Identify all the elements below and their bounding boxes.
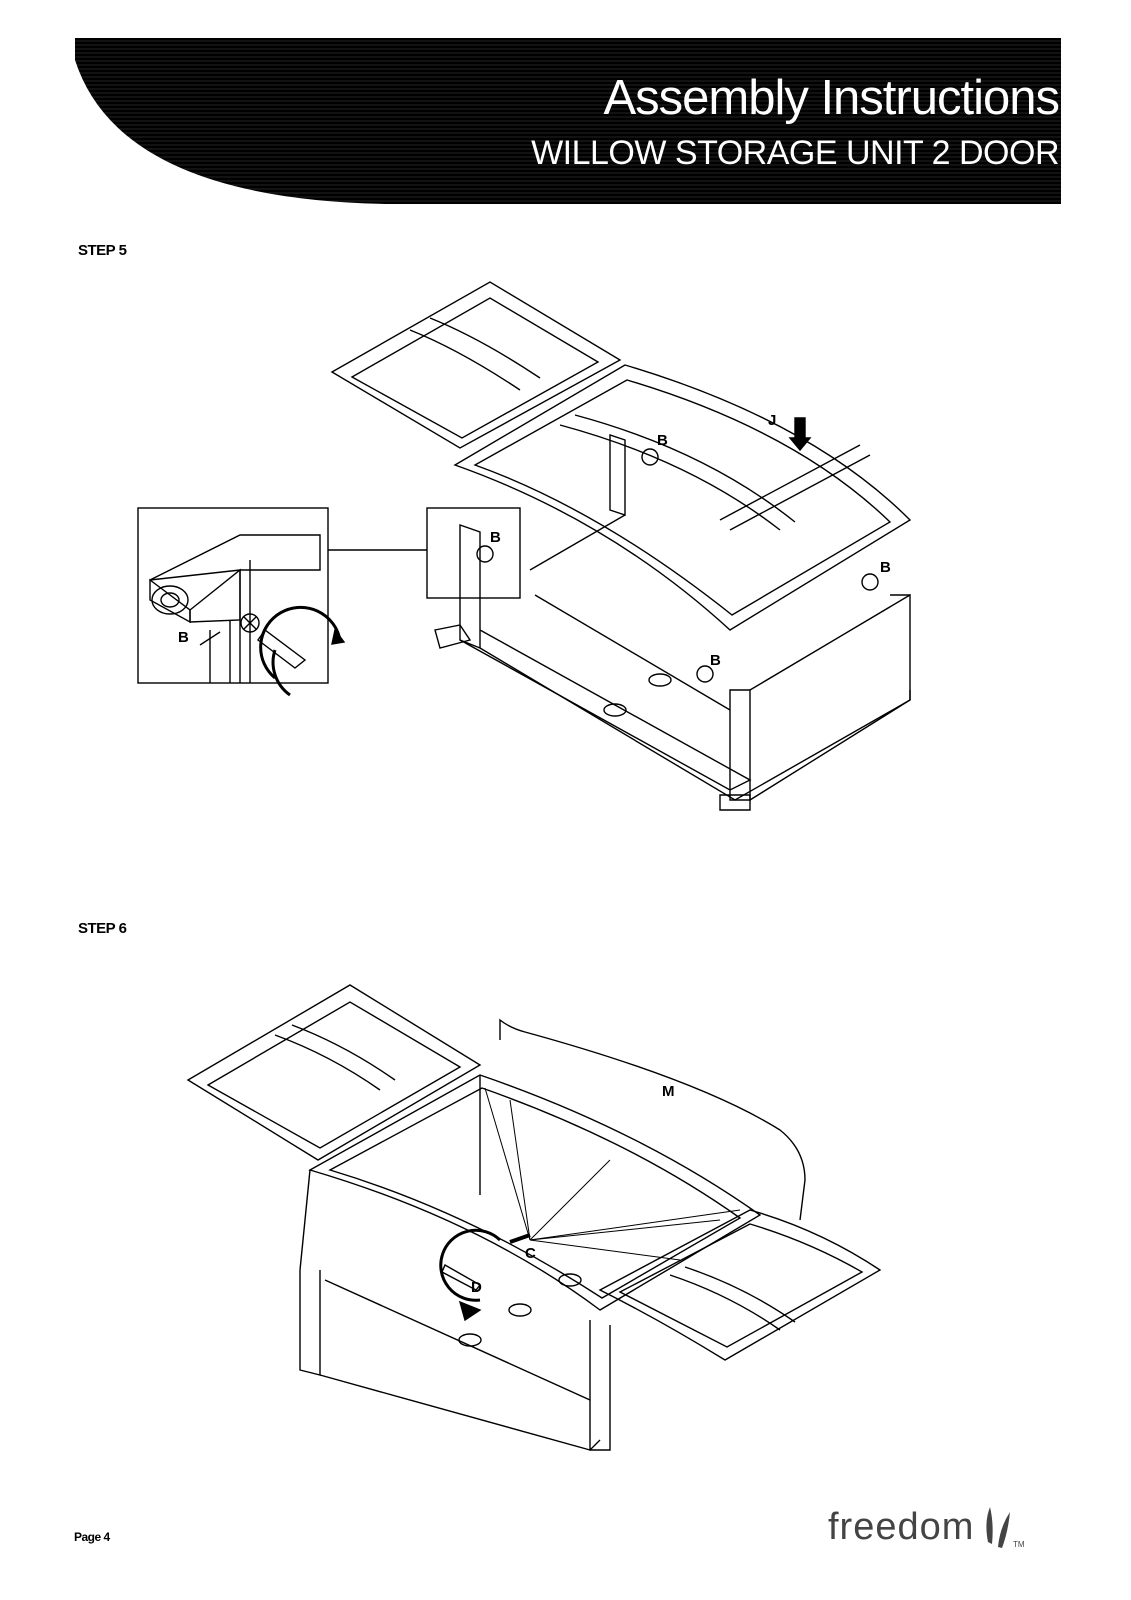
carcass xyxy=(434,434,911,811)
part-label-c: C xyxy=(525,1245,536,1262)
brand-logo: freedom TM xyxy=(828,1502,1048,1562)
document-title: Assembly Instructions xyxy=(603,71,1060,125)
step-6-label: STEP 6 xyxy=(78,920,127,937)
part-label-j: J xyxy=(768,412,776,429)
allen-key-d xyxy=(439,1228,502,1322)
part-label-b-3: B xyxy=(880,559,891,576)
lid-left-panel xyxy=(330,281,622,449)
frame-top xyxy=(453,364,912,631)
back-panel-m xyxy=(499,1018,806,1221)
document-subtitle: WILLOW STORAGE UNIT 2 DOOR xyxy=(531,134,1059,172)
part-label-b-4: B xyxy=(710,652,721,669)
part-label-m: M xyxy=(662,1083,675,1100)
banner-shape xyxy=(75,38,1061,204)
page-number: Page 4 xyxy=(74,1530,110,1544)
part-label-d: D xyxy=(471,1279,482,1296)
lid-right-panel xyxy=(598,1209,882,1361)
trademark: TM xyxy=(1013,1540,1025,1549)
frame-top xyxy=(299,1074,762,1451)
step-6-diagram: M C D xyxy=(180,980,920,1480)
lid-left-panel xyxy=(186,984,482,1161)
part-label-b-5: B xyxy=(178,629,189,646)
leaf-icon xyxy=(986,1507,1010,1548)
part-label-b-2: B xyxy=(490,529,501,546)
fitting-lines xyxy=(484,1087,741,1261)
header-banner: Assembly Instructions WILLOW STORAGE UNI… xyxy=(0,0,1131,210)
step-5-label: STEP 5 xyxy=(78,242,127,259)
cam-fittings xyxy=(476,448,879,683)
part-label-b-1: B xyxy=(657,432,668,449)
step-5-diagram: J B B B B B xyxy=(130,270,990,840)
brand-name: freedom xyxy=(828,1506,975,1548)
detail-inset xyxy=(137,507,346,697)
